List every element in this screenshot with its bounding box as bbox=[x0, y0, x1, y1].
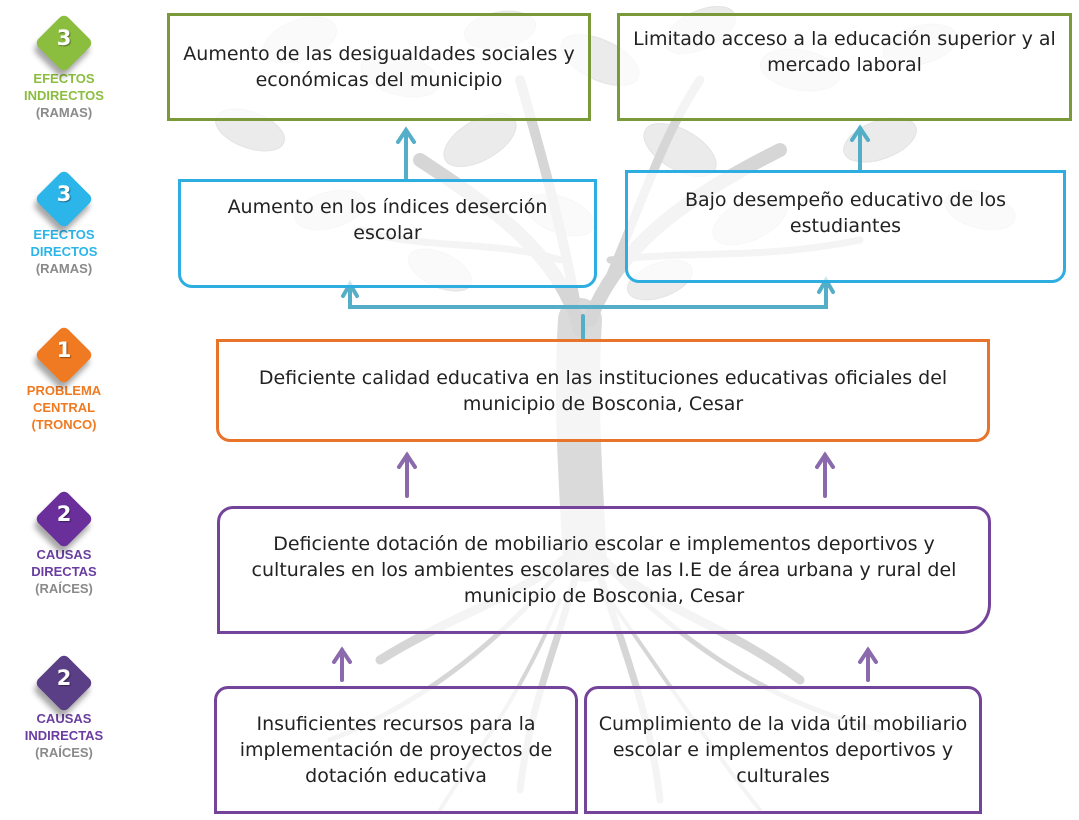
legend-label-line1: CAUSAS bbox=[36, 711, 92, 726]
direct-effect-text: Aumento en los índices deserción escolar bbox=[227, 196, 548, 244]
legend-label-line3: (RAMAS) bbox=[35, 261, 93, 276]
central-problem-text: Deficiente calidad educativa en las inst… bbox=[258, 366, 948, 415]
legend-label-line3: (RAMAS) bbox=[35, 105, 93, 120]
legend-label-line2: CENTRAL bbox=[32, 400, 96, 415]
legend-label-line2: INDIRECTAS bbox=[24, 728, 104, 743]
indirect-effect-text: Aumento de las desigualdades sociales y … bbox=[183, 43, 575, 91]
legend-label-line1: EFECTOS bbox=[33, 71, 95, 86]
diamond-badge-icon: 3 bbox=[29, 12, 99, 82]
indirect-cause-box: Cumplimiento de la vida útil mobiliario … bbox=[584, 686, 982, 814]
diamond-badge-icon: 2 bbox=[29, 488, 99, 558]
direct-cause-text: Deficiente dotación de mobiliario escola… bbox=[251, 533, 957, 607]
legend-label-line1: EFECTOS bbox=[33, 227, 95, 242]
indirect-cause-text: Cumplimiento de la vida útil mobiliario … bbox=[598, 713, 968, 787]
indirect-effect-box: Limitado acceso a la educación superior … bbox=[617, 13, 1072, 121]
diamond-badge-icon: 1 bbox=[29, 324, 99, 394]
indirect-effect-text: Limitado acceso a la educación superior … bbox=[633, 28, 1056, 76]
legend-direct-effects: 3 EFECTOS DIRECTOS (RAMAS) bbox=[4, 168, 124, 277]
direct-effect-text: Bajo desempeño educativo de los estudian… bbox=[684, 189, 1007, 237]
legend-label-line1: PROBLEMA bbox=[26, 383, 102, 398]
legend-label-line2: DIRECTOS bbox=[30, 244, 98, 259]
legend-indirect-causes: 2 CAUSAS INDIRECTAS (RAÍCES) bbox=[4, 652, 124, 761]
diamond-badge-icon: 3 bbox=[29, 168, 99, 238]
badge-number: 2 bbox=[56, 666, 72, 690]
indirect-effect-box: Aumento de las desigualdades sociales y … bbox=[167, 13, 591, 121]
indirect-cause-box: Insuficientes recursos para la implement… bbox=[214, 686, 578, 814]
central-problem-box: Deficiente calidad educativa en las inst… bbox=[216, 339, 990, 442]
legend-label-line2: DIRECTAS bbox=[31, 564, 97, 579]
direct-effect-box: Aumento en los índices deserción escolar bbox=[178, 179, 597, 288]
legend-label-line3: (TRONCO) bbox=[31, 417, 97, 432]
legend-label-line3: (RAÍCES) bbox=[35, 581, 93, 596]
badge-number: 3 bbox=[56, 182, 72, 206]
badge-number: 1 bbox=[56, 338, 72, 362]
legend-label-line1: CAUSAS bbox=[36, 547, 92, 562]
legend-central-problem: 1 PROBLEMA CENTRAL (TRONCO) bbox=[4, 324, 124, 433]
legend-label-line2: INDIRECTOS bbox=[24, 88, 104, 103]
direct-effect-box: Bajo desempeño educativo de los estudian… bbox=[625, 170, 1066, 283]
indirect-cause-text: Insuficientes recursos para la implement… bbox=[239, 713, 553, 787]
diamond-badge-icon: 2 bbox=[29, 652, 99, 722]
badge-number: 3 bbox=[56, 26, 72, 50]
direct-cause-box: Deficiente dotación de mobiliario escola… bbox=[217, 506, 991, 634]
legend-direct-causes: 2 CAUSAS DIRECTAS (RAÍCES) bbox=[4, 488, 124, 597]
badge-number: 2 bbox=[56, 502, 72, 526]
legend-indirect-effects: 3 EFECTOS INDIRECTOS (RAMAS) bbox=[4, 12, 124, 121]
legend-label-line3: (RAÍCES) bbox=[35, 745, 93, 760]
